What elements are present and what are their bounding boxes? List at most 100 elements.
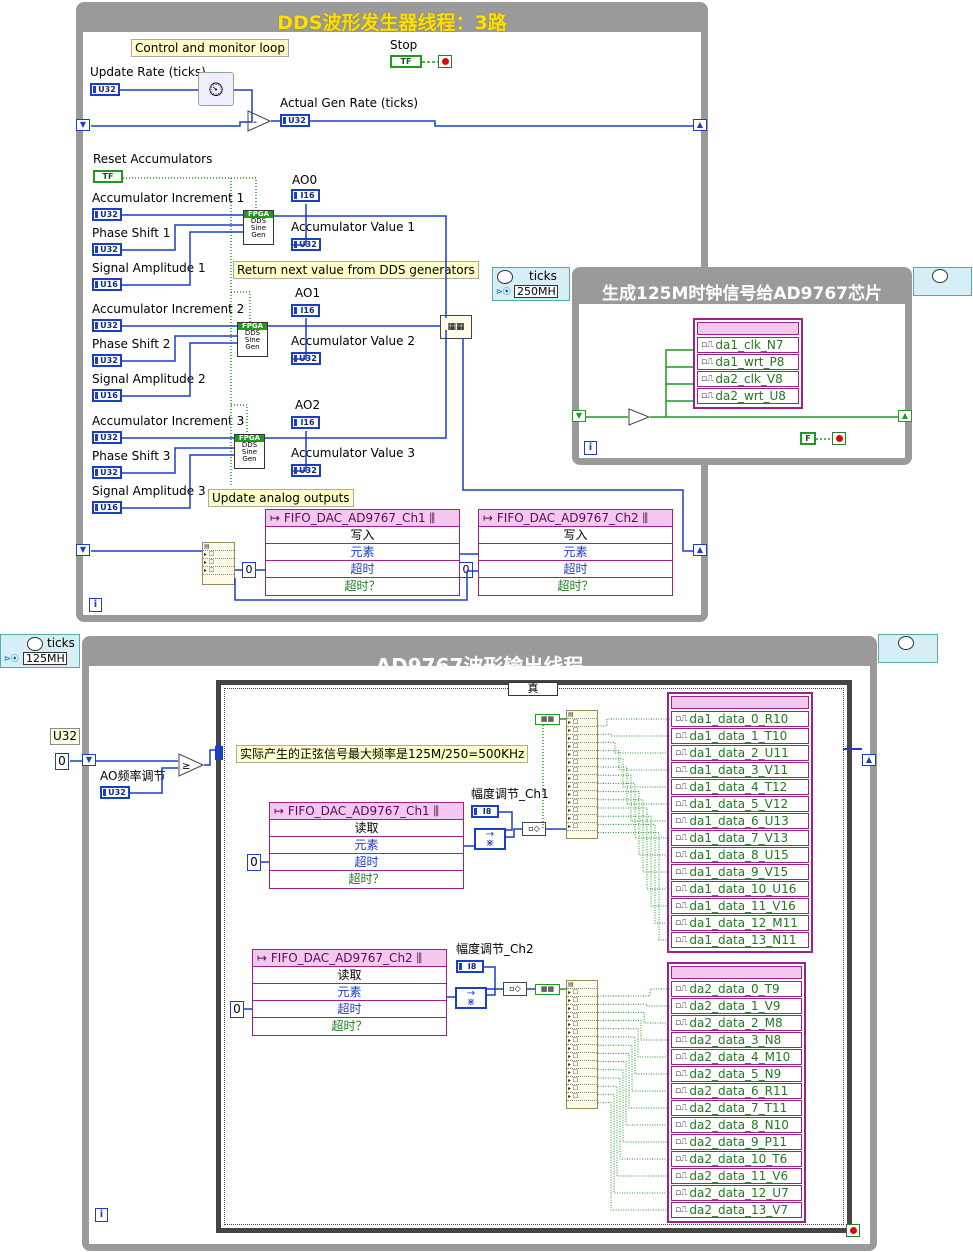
bool-array-constant-ch2[interactable]: ▦▦ bbox=[535, 984, 560, 995]
da2-pin-3[interactable]: ▫⎍da2_data_3_N8 bbox=[671, 1032, 802, 1048]
output-shift-register-left[interactable]: ▼ bbox=[82, 754, 96, 766]
da1-pin-11[interactable]: ▫⎍da1_data_11_V16 bbox=[671, 898, 809, 914]
phase-3-control[interactable]: U32 bbox=[92, 466, 122, 479]
amp-ch1-control[interactable]: I8 bbox=[471, 805, 499, 818]
fifo-read-ch2-timeout[interactable]: 超时 bbox=[253, 1001, 446, 1018]
da2-pin-13[interactable]: ▫⎍da2_data_13_V7 bbox=[671, 1202, 802, 1218]
clock-pin-3[interactable]: ▫⎍da2_wrt_U8 bbox=[697, 388, 799, 404]
shift-register-left-1[interactable]: ▼ bbox=[76, 119, 90, 131]
case-selector[interactable]: 真 bbox=[508, 682, 558, 696]
fifo-read-ch1-timeout[interactable]: 超时 bbox=[270, 854, 463, 871]
da2-pin-2[interactable]: ▫⎍da2_data_2_M8 bbox=[671, 1015, 802, 1031]
fifo-write-ch1[interactable]: ↦ FIFO_DAC_AD9767_Ch1 ⫼ 写入 元素 超时 超时？ bbox=[265, 509, 460, 596]
phase-2-control[interactable]: U32 bbox=[92, 354, 122, 367]
da1-pin-4[interactable]: ▫⎍da1_data_4_T12 bbox=[671, 779, 809, 795]
fifo-read-ch1-timedout[interactable]: 超时？ bbox=[348, 872, 385, 886]
clock-loop-timing-source[interactable]: ticks ⊳⦿ 250MH bbox=[492, 267, 570, 301]
output-loop-timing-source[interactable]: ticks ⊳⦿ 125MH bbox=[0, 634, 80, 668]
clock-shift-register-left[interactable]: ▼ bbox=[572, 410, 586, 422]
da1-pin-13[interactable]: ▫⎍da1_data_13_N11 bbox=[671, 932, 809, 948]
da1-pin-7[interactable]: ▫⎍da1_data_7_V13 bbox=[671, 830, 809, 846]
da2-pin-11[interactable]: ▫⎍da2_data_11_V6 bbox=[671, 1168, 802, 1184]
shift-node-ch2[interactable]: →⋇ bbox=[455, 987, 487, 1009]
da1-pin-1[interactable]: ▫⎍da1_data_1_T10 bbox=[671, 728, 809, 744]
da2-pin-9[interactable]: ▫⎍da2_data_9_P11 bbox=[671, 1134, 802, 1150]
da1-pin-3[interactable]: ▫⎍da1_data_3_V11 bbox=[671, 762, 809, 778]
da1-pin-6[interactable]: ▫⎍da1_data_6_U13 bbox=[671, 813, 809, 829]
phase-1-control[interactable]: U32 bbox=[92, 243, 122, 256]
clock-pin-0[interactable]: ▫⎍da1_clk_N7 bbox=[697, 337, 799, 353]
clock-period-value[interactable]: 250MH bbox=[514, 285, 558, 298]
acc-inc-2-control[interactable]: U32 bbox=[92, 319, 122, 332]
clock-not-node[interactable] bbox=[628, 408, 650, 426]
bool-array-constant-ch1[interactable]: ▦▦ bbox=[535, 714, 560, 725]
fifo-read-ch1-timeout-const[interactable]: 0 bbox=[247, 854, 261, 871]
fifo-write-ch1-timeout[interactable]: 超时 bbox=[266, 561, 459, 578]
da2-pin-4[interactable]: ▫⎍da2_data_4_M10 bbox=[671, 1049, 802, 1065]
subtract-node[interactable]: - bbox=[247, 110, 271, 132]
da1-pin-9[interactable]: ▫⎍da1_data_9_V15 bbox=[671, 864, 809, 880]
da1-pin-5[interactable]: ▫⎍da1_data_5_V12 bbox=[671, 796, 809, 812]
reset-acc-control[interactable]: TF bbox=[93, 170, 123, 183]
fifo-write-ch1-element[interactable]: 元素 bbox=[266, 544, 459, 561]
da2-pin-1[interactable]: ▫⎍da2_data_1_V9 bbox=[671, 998, 802, 1014]
to-bool-array-ch1[interactable]: ▫◇ bbox=[522, 822, 546, 836]
shift-node-ch1[interactable]: →⋇ bbox=[474, 828, 506, 850]
da1-pin-0[interactable]: ▫⎍da1_data_0_R10 bbox=[671, 711, 809, 727]
fifo-read-ch1-element[interactable]: 元素 bbox=[270, 837, 463, 854]
da2-pin-8[interactable]: ▫⎍da2_data_8_N10 bbox=[671, 1117, 802, 1133]
output-shift-register-right[interactable]: ▲ bbox=[862, 754, 876, 766]
compare-ge-node[interactable]: ≥ bbox=[178, 753, 204, 777]
timeout-constant-a[interactable]: 0 bbox=[242, 562, 256, 578]
clock-io-node[interactable]: ▫⎍da1_clk_N7▫⎍da1_wrt_P8▫⎍da2_clk_V8▫⎍da… bbox=[693, 318, 803, 409]
da2-pin-5[interactable]: ▫⎍da2_data_5_N9 bbox=[671, 1066, 802, 1082]
to-bool-array-ch2[interactable]: ▫◇ bbox=[503, 982, 527, 996]
da1-pin-2[interactable]: ▫⎍da1_data_2_U11 bbox=[671, 745, 809, 761]
output-stop-terminal[interactable] bbox=[846, 1224, 860, 1237]
case-selector-terminal[interactable] bbox=[215, 746, 223, 760]
acc-inc-3-control[interactable]: U32 bbox=[92, 431, 122, 444]
fifo-write-ch2-timedout[interactable]: 超时？ bbox=[557, 579, 594, 593]
fifo-write-ch1-timedout[interactable]: 超时？ bbox=[344, 579, 381, 593]
update-rate-control[interactable]: U32 bbox=[90, 83, 120, 96]
fifo-read-ch1[interactable]: ↦ FIFO_DAC_AD9767_Ch1 ⫼ 读取 元素 超时 超时？ bbox=[269, 802, 464, 889]
da2-pin-12[interactable]: ▫⎍da2_data_12_U7 bbox=[671, 1185, 802, 1201]
wait-timer-icon[interactable]: ⏲ bbox=[198, 72, 234, 106]
shift-register-right-2[interactable]: ▲ bbox=[693, 544, 707, 556]
index-array-node[interactable]: ▤▸ ☐▸ ☐▸ ☐ bbox=[202, 542, 235, 585]
amp-ch2-control[interactable]: I8 bbox=[456, 960, 484, 973]
fifo-read-ch2-timeout-const[interactable]: 0 bbox=[230, 1001, 244, 1018]
amp-2-control[interactable]: U16 bbox=[92, 389, 122, 402]
fifo-read-ch2-timedout[interactable]: 超时？ bbox=[331, 1019, 368, 1033]
output-init-zero[interactable]: 0 bbox=[55, 753, 69, 770]
clock-stop-terminal[interactable] bbox=[832, 432, 846, 445]
fifo-read-ch2-element[interactable]: 元素 bbox=[253, 984, 446, 1001]
da2-pin-7[interactable]: ▫⎍da2_data_7_T11 bbox=[671, 1100, 802, 1116]
stop-terminal[interactable] bbox=[438, 55, 452, 68]
output-period-value[interactable]: 125MH bbox=[23, 652, 67, 665]
da1-pin-10[interactable]: ▫⎍da1_data_10_U16 bbox=[671, 881, 809, 897]
da2-io-node[interactable]: ▫⎍da2_data_0_T9▫⎍da2_data_1_V9▫⎍da2_data… bbox=[667, 962, 806, 1223]
clock-shift-register-right[interactable]: ▲ bbox=[898, 410, 912, 422]
fifo-read-ch2[interactable]: ↦ FIFO_DAC_AD9767_Ch2 ⫼ 读取 元素 超时 超时？ bbox=[252, 949, 447, 1036]
acc-inc-1-control[interactable]: U32 bbox=[92, 208, 122, 221]
clock-pin-2[interactable]: ▫⎍da2_clk_V8 bbox=[697, 371, 799, 387]
da1-pin-12[interactable]: ▫⎍da1_data_12_M11 bbox=[671, 915, 809, 931]
da1-io-node[interactable]: ▫⎍da1_data_0_R10▫⎍da1_data_1_T10▫⎍da1_da… bbox=[667, 692, 813, 953]
da2-pin-0[interactable]: ▫⎍da2_data_0_T9 bbox=[671, 981, 802, 997]
stop-constant[interactable]: TF bbox=[390, 55, 422, 68]
amp-1-control[interactable]: U16 bbox=[92, 278, 122, 291]
fifo-write-ch2-element[interactable]: 元素 bbox=[479, 544, 672, 561]
ao-freq-control[interactable]: U32 bbox=[100, 786, 130, 799]
index-bool-array-ch1[interactable]: ▤▸ ☐▸ ☐▸ ☐▸ ☐▸ ☐▸ ☐▸ ☐▸ ☐▸ ☐▸ ☐▸ ☐▸ ☐▸ ☐… bbox=[566, 710, 598, 839]
da2-pin-6[interactable]: ▫⎍da2_data_6_R11 bbox=[671, 1083, 802, 1099]
clock-pin-1[interactable]: ▫⎍da1_wrt_P8 bbox=[697, 354, 799, 370]
fifo-write-ch2[interactable]: ↦ FIFO_DAC_AD9767_Ch2 ⫼ 写入 元素 超时 超时？ bbox=[478, 509, 673, 596]
da2-pin-10[interactable]: ▫⎍da2_data_10_T6 bbox=[671, 1151, 802, 1167]
clock-false-constant[interactable]: F bbox=[800, 432, 816, 445]
shift-register-left-2[interactable]: ▼ bbox=[76, 544, 90, 556]
amp-3-control[interactable]: U16 bbox=[92, 501, 122, 514]
